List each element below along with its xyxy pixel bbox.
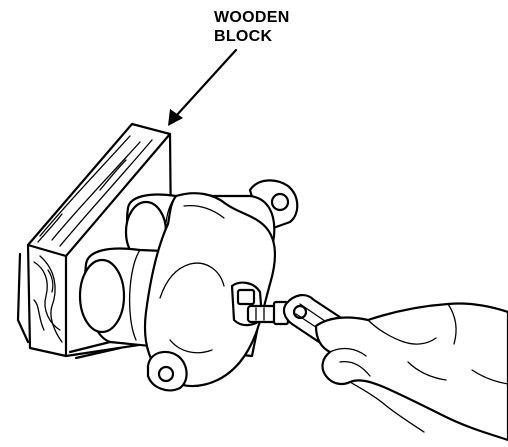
wooden-block-label: WOODEN BLOCK [214, 8, 290, 46]
hand [314, 302, 508, 442]
arrow-icon [168, 48, 238, 126]
wooden-block-label-line1: WOODEN [214, 9, 290, 26]
brake-caliper [68, 179, 299, 392]
bleeder-screw [246, 300, 290, 326]
wooden-block-label-line2: BLOCK [214, 28, 273, 45]
